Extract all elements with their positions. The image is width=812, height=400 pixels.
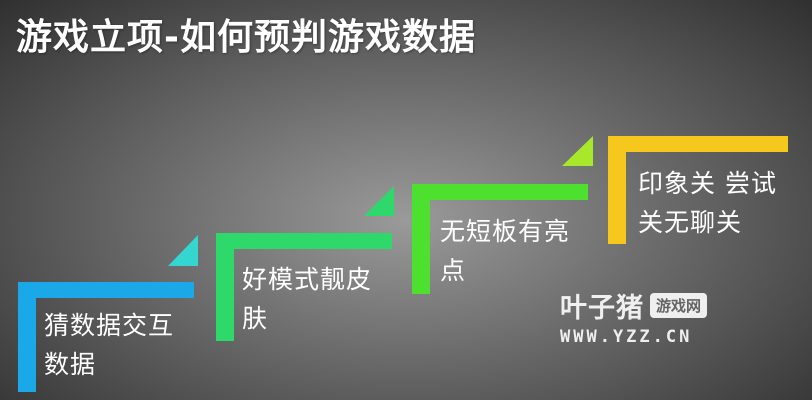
step-2-top-bar (216, 233, 392, 249)
step-2 (216, 186, 394, 341)
step-1 (18, 235, 198, 392)
step-1-arrow-tip (168, 235, 198, 266)
watermark-url: WWW.YZZ.CN (560, 327, 693, 347)
page-title: 游戏立项-如何预判游戏数据 (16, 17, 476, 58)
step-3-side-bar (412, 184, 430, 294)
step-3 (412, 136, 593, 294)
watermark-logo: 叶子猪 (560, 293, 644, 324)
step-3-label: 无短板有亮点 (440, 217, 571, 285)
step-3-top-bar (412, 184, 588, 200)
step-4-side-bar (608, 136, 626, 244)
step-4-label: 印象关 尝试关无聊关 (638, 169, 777, 237)
watermark: 叶子猪 游戏网 WWW.YZZ.CN (560, 286, 770, 347)
step-3-arrow-tip (562, 136, 593, 166)
step-2-side-bar (216, 233, 234, 341)
step-1-side-bar (18, 282, 36, 392)
step-4 (608, 136, 788, 244)
step-2-label: 好模式靓皮肤 (242, 265, 373, 333)
step-1-top-bar (18, 282, 194, 298)
step-2-arrow-tip (364, 186, 394, 216)
step-4-top-bar (608, 136, 788, 152)
step-1-label: 猜数据交互数据 (44, 311, 175, 379)
watermark-badge: 游戏网 (650, 293, 708, 318)
